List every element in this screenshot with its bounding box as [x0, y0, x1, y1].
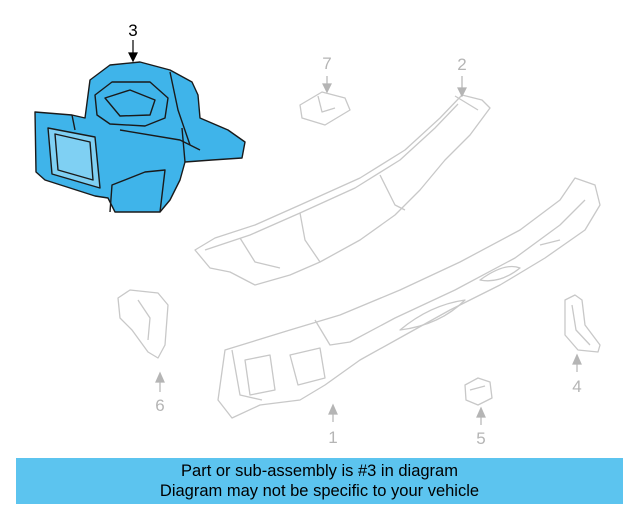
- arrow-1: [328, 403, 338, 415]
- part-7-bracket[interactable]: [299, 91, 351, 126]
- callout-6: 6: [155, 396, 164, 415]
- part-4-bracket[interactable]: [564, 294, 601, 353]
- callout-5: 5: [476, 429, 485, 448]
- callout-4: 4: [572, 377, 581, 396]
- part-1-lower-rail[interactable]: [217, 177, 601, 419]
- part-6-bracket[interactable]: [117, 289, 169, 359]
- parts-diagram: 1 2 3 4 5 6 7: [34, 21, 601, 448]
- arrow-5: [476, 406, 486, 418]
- part-5-bracket[interactable]: [464, 377, 493, 406]
- arrow-2: [457, 87, 467, 98]
- callout-3: 3: [128, 21, 137, 40]
- callout-1: 1: [328, 428, 337, 447]
- arrow-4: [572, 353, 582, 365]
- part-3-highlighted-panel[interactable]: [34, 61, 246, 213]
- arrow-7: [322, 83, 332, 94]
- callout-7: 7: [322, 54, 331, 73]
- info-banner: Part or sub-assembly is #3 in diagram Di…: [16, 458, 623, 504]
- callout-2: 2: [457, 55, 466, 74]
- banner-line-2: Diagram may not be specific to your vehi…: [159, 482, 480, 500]
- part-2-upper-rail[interactable]: [194, 94, 491, 286]
- arrow-6: [155, 371, 165, 383]
- arrow-3: [128, 52, 138, 63]
- banner-line-1: Part or sub-assembly is #3 in diagram: [181, 462, 458, 480]
